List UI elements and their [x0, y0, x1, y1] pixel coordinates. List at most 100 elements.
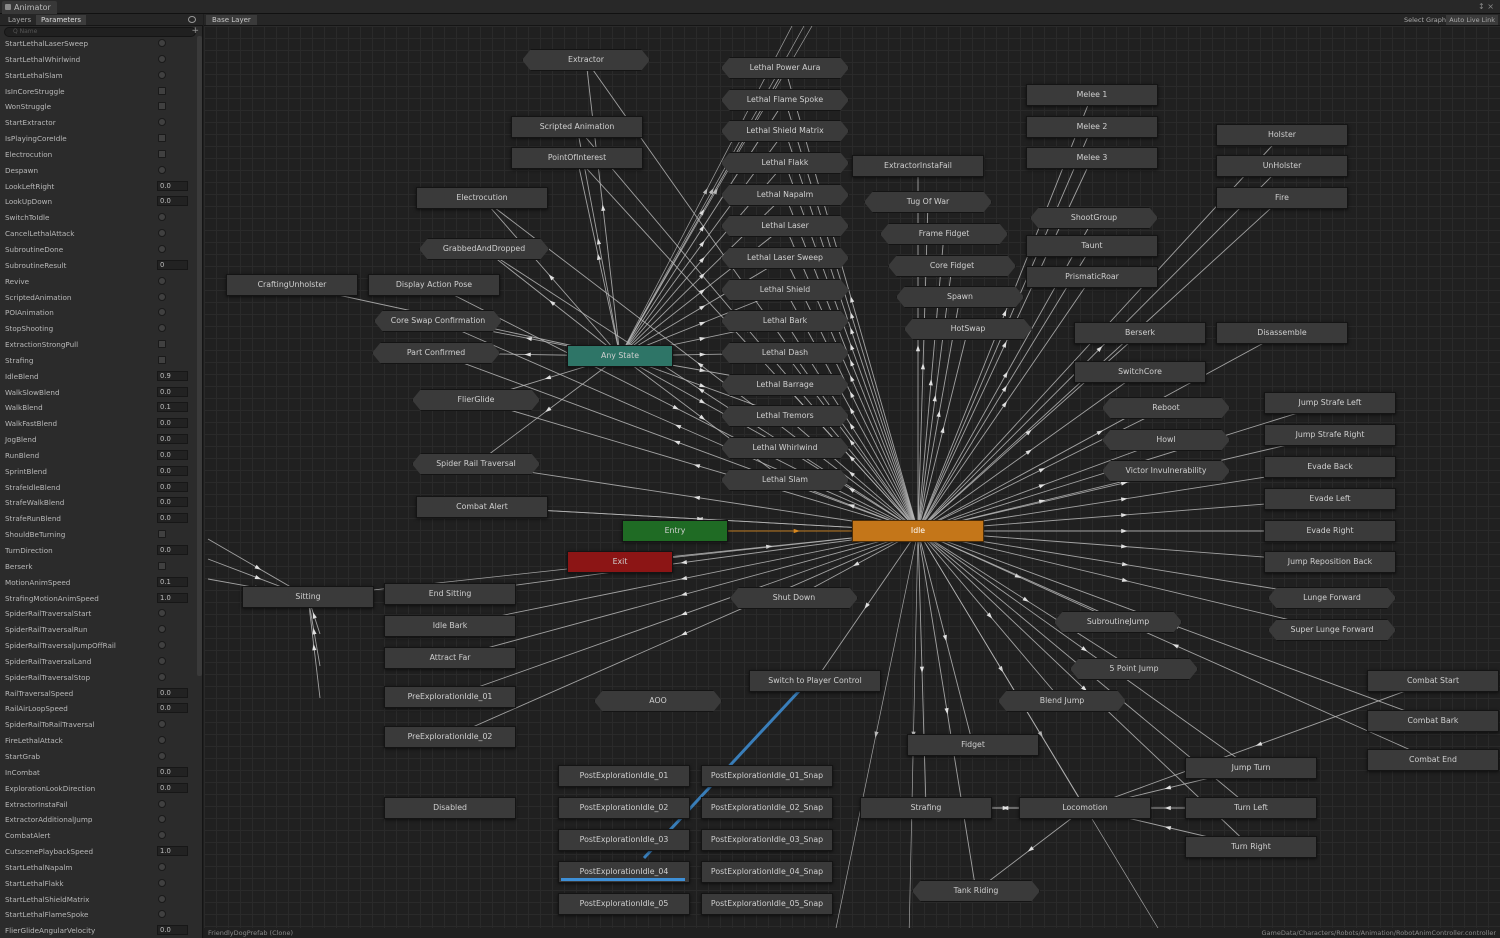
- animator-window-tab[interactable]: Animator: [2, 1, 57, 14]
- window-controls[interactable]: ↕ ×: [1478, 2, 1494, 11]
- parameter-value-field[interactable]: 0.0: [157, 434, 188, 445]
- state-node-holster[interactable]: Holster: [1216, 124, 1348, 146]
- state-node-ldash[interactable]: Lethal Dash: [721, 342, 849, 364]
- parameter-row[interactable]: SpiderRailTraversalLand: [0, 654, 196, 670]
- state-node-snap4[interactable]: PostExplorationIdle_04_Snap: [701, 861, 833, 883]
- state-node-taunt[interactable]: Taunt: [1026, 235, 1158, 257]
- parameter-trigger-radio[interactable]: [158, 720, 166, 729]
- parameter-trigger-radio[interactable]: [158, 878, 166, 887]
- parameter-row[interactable]: StartLethalWhirlwind: [0, 52, 196, 68]
- state-node-snap1[interactable]: PostExplorationIdle_01_Snap: [701, 765, 833, 787]
- state-node-snap3[interactable]: PostExplorationIdle_03_Snap: [701, 829, 833, 851]
- parameter-row[interactable]: ScriptedAnimation: [0, 290, 196, 306]
- parameter-trigger-radio[interactable]: [158, 324, 166, 333]
- parameter-trigger-radio[interactable]: [158, 308, 166, 317]
- state-node-electrocution[interactable]: Electrocution: [416, 187, 548, 209]
- parameter-trigger-radio[interactable]: [158, 656, 166, 665]
- parameter-row[interactable]: ExtractionStrongPull: [0, 337, 196, 353]
- tab-layers[interactable]: Layers: [8, 16, 32, 24]
- state-node-jstrafer[interactable]: Jump Strafe Right: [1264, 424, 1396, 446]
- state-node-post4[interactable]: PostExplorationIdle_04: [558, 861, 690, 883]
- state-node-turnright[interactable]: Turn Right: [1185, 836, 1317, 858]
- parameter-value-field[interactable]: 0.1: [157, 576, 188, 587]
- parameter-value-field[interactable]: 0.0: [157, 497, 188, 508]
- state-node-coreswap[interactable]: Core Swap Confirmation: [374, 310, 502, 332]
- state-node-lshieldmatrix[interactable]: Lethal Shield Matrix: [721, 120, 849, 142]
- parameter-row[interactable]: FireLethalAttack: [0, 733, 196, 749]
- parameter-trigger-radio[interactable]: [158, 672, 166, 681]
- state-node-combatend[interactable]: Combat End: [1367, 749, 1499, 771]
- auto-live-link-toggle[interactable]: Auto Live Link: [1446, 15, 1498, 25]
- parameter-bool-checkbox[interactable]: [158, 530, 166, 539]
- parameter-bool-checkbox[interactable]: [158, 134, 166, 143]
- state-node-lnapalm[interactable]: Lethal Napalm: [721, 184, 849, 206]
- parameter-trigger-radio[interactable]: [158, 815, 166, 824]
- state-node-combatstart[interactable]: Combat Start: [1367, 670, 1499, 692]
- parameter-value-field[interactable]: 0.0: [157, 703, 188, 714]
- state-node-reboot[interactable]: Reboot: [1102, 397, 1230, 419]
- state-node-preexp2[interactable]: PreExplorationIdle_02: [384, 726, 516, 748]
- parameter-value-field[interactable]: 0.0: [157, 925, 188, 936]
- add-parameter-button[interactable]: +: [191, 26, 199, 36]
- state-node-switchcore[interactable]: SwitchCore: [1074, 361, 1206, 383]
- parameter-row[interactable]: Strafing: [0, 353, 196, 369]
- parameter-bool-checkbox[interactable]: [158, 149, 166, 158]
- parameter-value-field[interactable]: 0.0: [157, 465, 188, 476]
- state-node-crafting[interactable]: CraftingUnholster: [226, 274, 358, 296]
- state-node-anystate[interactable]: Any State: [567, 345, 673, 367]
- state-node-lbarrage[interactable]: Lethal Barrage: [721, 374, 849, 396]
- state-node-preexp1[interactable]: PreExplorationIdle_01: [384, 686, 516, 708]
- parameter-bool-checkbox[interactable]: [158, 355, 166, 364]
- breadcrumb-base-layer[interactable]: Base Layer: [206, 15, 257, 25]
- state-node-jstrafel[interactable]: Jump Strafe Left: [1264, 392, 1396, 414]
- parameter-trigger-radio[interactable]: [158, 229, 166, 238]
- parameter-row[interactable]: StartLethalSlam: [0, 68, 196, 84]
- state-node-melee1[interactable]: Melee 1: [1026, 84, 1158, 106]
- state-node-corefidget[interactable]: Core Fidget: [888, 255, 1016, 277]
- parameter-trigger-radio[interactable]: [158, 244, 166, 253]
- state-node-fivepoint[interactable]: 5 Point Jump: [1070, 658, 1198, 680]
- state-node-fidget[interactable]: Fidget: [907, 734, 1039, 756]
- parameter-value-field[interactable]: 1.0: [157, 846, 188, 857]
- state-node-lflakk[interactable]: Lethal Flakk: [721, 152, 849, 174]
- state-node-melee3[interactable]: Melee 3: [1026, 147, 1158, 169]
- parameter-row[interactable]: SpiderRailTraversalStart: [0, 606, 196, 622]
- state-node-snap5[interactable]: PostExplorationIdle_05_Snap: [701, 893, 833, 915]
- parameter-trigger-radio[interactable]: [158, 609, 166, 618]
- parameter-trigger-radio[interactable]: [158, 862, 166, 871]
- state-node-victor[interactable]: Victor Invulnerability: [1102, 460, 1230, 482]
- parameter-row[interactable]: IsPlayingCoreIdle: [0, 131, 196, 147]
- state-node-post1[interactable]: PostExplorationIdle_01: [558, 765, 690, 787]
- parameter-value-field[interactable]: 0.0: [157, 513, 188, 524]
- parameter-trigger-radio[interactable]: [158, 641, 166, 650]
- state-node-extractorfail[interactable]: ExtractorInstaFail: [852, 155, 984, 177]
- parameter-row[interactable]: SubroutineDone: [0, 242, 196, 258]
- state-node-lflamespoke[interactable]: Lethal Flame Spoke: [721, 89, 849, 111]
- state-node-jumpturn[interactable]: Jump Turn: [1185, 757, 1317, 779]
- parameter-value-field[interactable]: 0.0: [157, 196, 188, 207]
- parameter-row[interactable]: Despawn: [0, 163, 196, 179]
- parameter-value-field[interactable]: 0.0: [157, 180, 188, 191]
- state-node-berserk[interactable]: Berserk: [1074, 322, 1206, 344]
- state-node-lpoweraura[interactable]: Lethal Power Aura: [721, 57, 849, 79]
- parameter-value-field[interactable]: 0.0: [157, 766, 188, 777]
- state-node-idlebark[interactable]: Idle Bark: [384, 615, 516, 637]
- state-node-scripted[interactable]: Scripted Animation: [511, 116, 643, 138]
- parameter-trigger-radio[interactable]: [158, 54, 166, 63]
- state-node-spawn[interactable]: Spawn: [896, 286, 1024, 308]
- parameter-value-field[interactable]: 0.0: [157, 687, 188, 698]
- eye-icon[interactable]: [188, 16, 196, 23]
